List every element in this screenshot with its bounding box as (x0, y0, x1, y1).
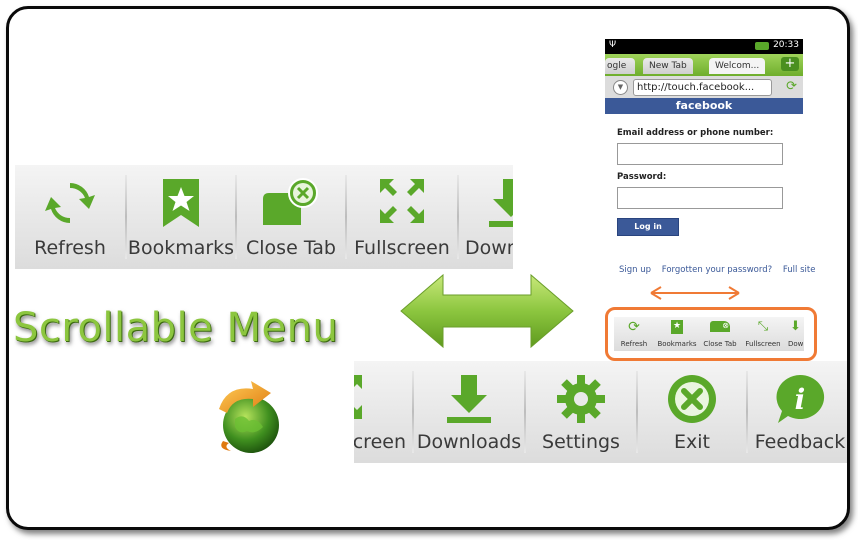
menu-item-feedback[interactable]: i Feedback (748, 361, 847, 463)
login-button[interactable]: Log in (617, 218, 679, 236)
tab-google[interactable]: ogle (605, 58, 635, 74)
mini-item-label: Close Tab (703, 340, 737, 348)
full-site-link[interactable]: Full site (782, 265, 816, 275)
svg-text:i: i (795, 383, 806, 416)
menu-separator (125, 175, 127, 259)
facebook-links: Sign up Forgotten your password? Full si… (619, 265, 823, 275)
download-icon: ⬇ (790, 319, 801, 334)
usb-icon: Ψ (609, 40, 617, 50)
download-icon (447, 375, 491, 423)
download-icon (489, 179, 513, 227)
fullscreen-icon: ⤡ (757, 319, 769, 334)
menu-separator (412, 371, 414, 453)
password-label: Password: (617, 172, 667, 182)
menu-item-settings[interactable]: Settings (526, 361, 636, 463)
fullscreen-icon (380, 179, 424, 223)
add-tab-icon[interactable]: + (781, 57, 799, 71)
menu-item-label: Settings (542, 431, 620, 453)
exit-icon (668, 375, 716, 423)
small-double-arrow-icon (650, 286, 740, 300)
bookmark-star-icon (163, 179, 199, 227)
headline-title: Scrollable Menu (13, 305, 339, 351)
menu-item-label: Feedback (754, 431, 846, 453)
phone-browser-screenshot: Ψ 20:33 ogle New Tab Welcom... + ▼ http:… (605, 39, 803, 254)
mini-item-fullscreen[interactable]: ⤡ Fullscreen (742, 317, 784, 351)
mini-item-bookmarks[interactable]: ★ Bookmarks (656, 317, 698, 351)
reload-icon[interactable]: ⟳ (786, 79, 797, 94)
menu-separator (636, 371, 638, 453)
forgot-password-link[interactable]: Forgotten your password? (661, 265, 773, 275)
menu-item-label: Refresh (34, 237, 106, 259)
menu-item-label: Exit (674, 431, 710, 453)
email-label: Email address or phone number: (617, 128, 774, 138)
mini-item-label: Bookmarks (657, 340, 697, 348)
refresh-icon (45, 183, 95, 223)
mini-item-refresh[interactable]: ⟳ Refresh (614, 317, 654, 351)
close-tab-icon (263, 178, 318, 225)
status-bar: Ψ 20:33 (605, 39, 803, 54)
menu-item-downloads-partial[interactable]: Down (459, 165, 513, 269)
browser-globe-logo (219, 381, 279, 453)
menu-item-label: Bookmarks (127, 237, 235, 259)
mini-menu[interactable]: ⟳ Refresh ★ Bookmarks ⊗ Close Tab ⤡ Full… (614, 317, 804, 351)
email-field[interactable] (617, 143, 783, 165)
mini-item-label: Fullscreen (745, 340, 781, 348)
menu-item-label: Fullscreen (354, 237, 450, 259)
dropdown-icon[interactable]: ▼ (613, 80, 628, 95)
menu-separator (746, 371, 748, 453)
bottom-scrollable-menu[interactable]: creen Downloads (354, 361, 847, 463)
menu-item-bookmarks[interactable]: Bookmarks (127, 165, 235, 269)
refresh-icon: ⟳ (628, 319, 640, 335)
status-time: 20:33 (773, 40, 799, 50)
menu-item-label: Close Tab (246, 237, 336, 259)
mini-item-label: Dow (788, 340, 804, 348)
double-arrow-icon (400, 273, 574, 349)
menu-item-close-tab[interactable]: Close Tab (237, 165, 345, 269)
tab-new-tab[interactable]: New Tab (643, 58, 693, 74)
browser-tabs: ogle New Tab Welcom... + (605, 54, 803, 76)
gear-icon (557, 375, 605, 423)
menu-item-label: Downloads (416, 431, 522, 453)
menu-separator (524, 371, 526, 453)
url-input[interactable]: http://touch.facebook... (633, 79, 772, 96)
menu-separator (235, 175, 237, 259)
password-field[interactable] (617, 187, 783, 209)
mini-item-label: Refresh (620, 340, 648, 348)
menu-item-exit[interactable]: Exit (638, 361, 746, 463)
close-tab-icon: ⊗ (710, 321, 730, 332)
menu-separator (345, 175, 347, 259)
mini-item-downloads-partial[interactable]: ⬇ Dow (786, 317, 804, 351)
bookmark-star-icon: ★ (671, 320, 683, 334)
slide-frame: Refresh Bookmarks Close Tab (6, 6, 850, 530)
fullscreen-icon (354, 375, 362, 419)
tab-welcome[interactable]: Welcom... (709, 58, 766, 74)
menu-item-fullscreen[interactable]: Fullscreen (347, 165, 457, 269)
menu-separator (457, 175, 459, 259)
menu-item-refresh[interactable]: Refresh (15, 165, 125, 269)
menu-item-label: creen (354, 431, 406, 453)
url-bar: ▼ http://touch.facebook... ⟳ (605, 76, 803, 98)
facebook-header: facebook (605, 98, 803, 114)
top-scrollable-menu[interactable]: Refresh Bookmarks Close Tab (15, 165, 513, 269)
menu-item-label: Down (465, 237, 513, 259)
menu-item-fullscreen-partial[interactable]: creen (354, 361, 412, 463)
mini-item-close-tab[interactable]: ⊗ Close Tab (700, 317, 740, 351)
battery-icon (755, 42, 769, 50)
feedback-bubble-icon: i (776, 374, 825, 423)
menu-item-downloads[interactable]: Downloads (414, 361, 524, 463)
sign-up-link[interactable]: Sign up (619, 265, 652, 275)
mini-menu-highlight: ⟳ Refresh ★ Bookmarks ⊗ Close Tab ⤡ Full… (605, 307, 817, 361)
